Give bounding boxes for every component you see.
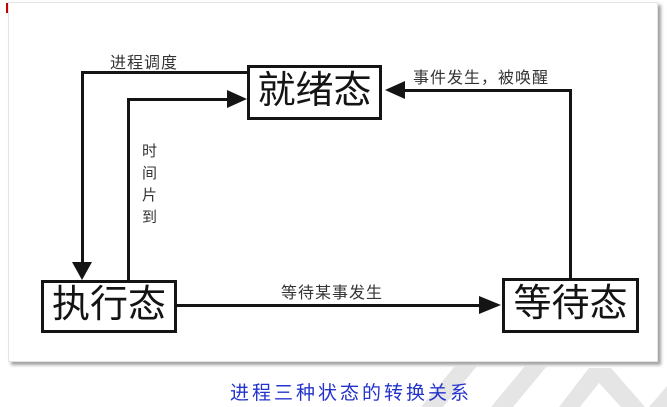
state-box-ready: 就绪态 [247,65,382,120]
diagram-panel: 进程调度 时间片到 事件发生，被唤醒 等待某事发生 就绪态 执行态 等待态 [8,2,658,362]
edge-wakeup-line-horizontal [405,89,572,92]
figure-caption: 进程三种状态的转换关系 [230,383,473,404]
arrow-down-icon [72,262,92,280]
edge-timeslice-line-horizontal [127,98,227,101]
edge-timeslice-line-vertical [127,99,130,280]
edge-wakeup-line-vertical [569,90,572,278]
edge-label-schedule: 进程调度 [110,55,179,72]
state-box-waiting: 等待态 [502,278,639,333]
state-box-running: 执行态 [41,280,177,333]
edge-label-wait: 等待某事发生 [281,285,384,302]
arrow-right-icon [479,296,501,314]
edge-label-wakeup: 事件发生，被唤醒 [413,70,550,87]
edge-wait-line-horizontal [177,304,479,307]
edge-schedule-line-horizontal [81,71,247,74]
edge-schedule-line-vertical [81,71,84,262]
arrow-right-icon [227,90,247,108]
arrow-left-icon [385,81,405,99]
watermark-logo [421,366,667,407]
edge-label-timeslice: 时间片到 [140,143,156,231]
